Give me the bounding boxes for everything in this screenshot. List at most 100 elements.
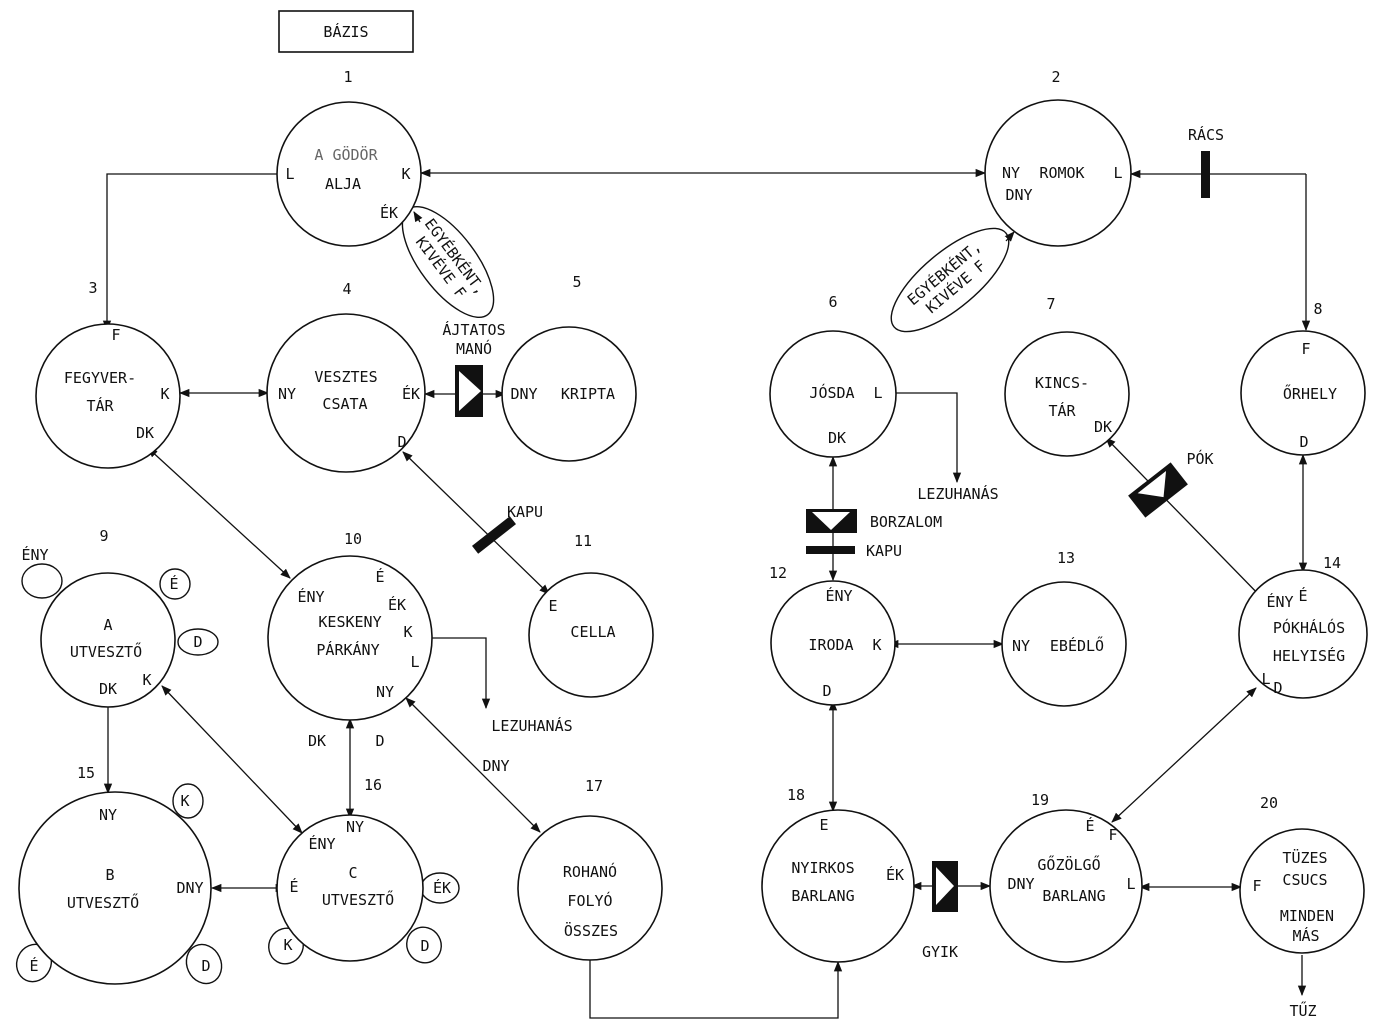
loop-15-k: [172, 783, 204, 819]
kapu-bar-2: [806, 546, 855, 554]
room-9-number: 9: [99, 527, 108, 545]
tuz-label: TŰZ: [1289, 1000, 1316, 1020]
room-10-circle: [267, 555, 433, 721]
edge-14-19: [1111, 687, 1257, 823]
room-6-circle: [769, 330, 897, 458]
dir-12-d: D: [822, 682, 831, 700]
room-20-circle: [1239, 828, 1365, 954]
rooms: [18, 99, 1368, 985]
room-10-name-line-2: PÁRKÁNY: [316, 640, 379, 659]
room-10-name-line-1: KESKENY: [318, 613, 381, 631]
dir-10-dk: DK: [308, 732, 326, 750]
room-8-name: ŐRHELY: [1283, 383, 1337, 403]
room-8-number: 8: [1313, 300, 1322, 318]
room-2-name: ROMOK: [1039, 164, 1084, 182]
room-1-name-line-2: ALJA: [325, 175, 361, 193]
dir-16-d: D: [420, 937, 429, 955]
room-12-number: 12: [769, 564, 787, 582]
edge-1-3: [102, 173, 280, 332]
room-17-name-line-3: ÖSSZES: [564, 921, 618, 940]
dir-16-eny: ÉNY: [308, 834, 335, 853]
dir-14-e: É: [1298, 586, 1307, 605]
kapu-label-2: KAPU: [866, 542, 902, 560]
edge-9-16: [161, 685, 303, 834]
borzalom-label: BORZALOM: [870, 513, 942, 531]
dir-16-ny: NY: [346, 818, 364, 836]
dir-10-ek: ÉK: [388, 595, 406, 614]
room-18-circle: [761, 809, 915, 963]
room-2-circle: [984, 99, 1132, 247]
dir-9-e: É: [169, 574, 178, 593]
dir-9-k: K: [142, 671, 151, 689]
room-9-name-line-2: UTVESZTŐ: [70, 641, 142, 661]
dir-4-ny: NY: [278, 385, 296, 403]
room-15-name-line-2: UTVESZTŐ: [67, 892, 139, 912]
room-1-number: 1: [343, 68, 352, 86]
room-16-name-line-2: UTVESZTŐ: [322, 889, 394, 909]
edge-3-10: [147, 447, 291, 579]
room-19-circle: [989, 809, 1143, 963]
dir-10-l: L: [410, 653, 419, 671]
room-7-circle: [1004, 331, 1130, 457]
dir-3-f: F: [111, 326, 120, 344]
room-15-number: 15: [77, 764, 95, 782]
room-15-name-line-1: B: [105, 866, 114, 884]
dir-11-e: E: [548, 597, 557, 615]
racs-bar: [1201, 151, 1210, 198]
gyik-block: [932, 861, 958, 912]
dir-1-ek: ÉK: [380, 203, 398, 222]
room-4-name-line-1: VESZTES: [314, 368, 377, 386]
room-19-number: 19: [1031, 791, 1049, 809]
edge-10-lezuhanas: [431, 637, 491, 710]
loop-16-d: [406, 926, 442, 964]
room-20-name-line-2: CSUCS: [1282, 871, 1327, 889]
ajtatos-label-line-1: ÁJTATOS: [442, 320, 505, 339]
dir-7-dk: DK: [1094, 418, 1112, 436]
borzalom-block: [806, 509, 857, 533]
lezuhanas-label-1: LEZUHANÁS: [917, 484, 998, 503]
room-9-name-line-1: A: [103, 616, 112, 634]
gyik-label: GYIK: [922, 943, 958, 961]
room-6-number: 6: [828, 293, 837, 311]
racs-label: RÁCS: [1188, 125, 1224, 144]
room-16-circle: [276, 814, 424, 962]
room-3-number: 3: [88, 279, 97, 297]
room-18-name-line-1: NYIRKOS: [791, 859, 854, 877]
room-17-number: 17: [585, 777, 603, 795]
room-16-name-line-1: C: [348, 864, 357, 882]
room-3-name-line-2: TÁR: [86, 396, 114, 415]
ajtatos-label-line-2: MANÓ: [456, 339, 492, 358]
dir-10-eny: ÉNY: [297, 587, 324, 606]
dir-3-k: K: [160, 385, 169, 403]
dir-10-dny: DNY: [482, 757, 509, 775]
room-14-name-line-2: HELYISÉG: [1273, 646, 1345, 665]
dir-14-l: L: [1261, 670, 1270, 688]
dir-9-eny-out: ÉNY: [21, 545, 48, 564]
room-1-circle: [276, 101, 422, 247]
dir-9-dk: DK: [99, 680, 117, 698]
room-19-name-line-1: GŐZÖLGŐ: [1037, 854, 1100, 874]
kapu-label-1: KAPU: [507, 503, 543, 521]
arrow-otherwise-1: [413, 211, 423, 223]
dir-1-k: K: [401, 165, 410, 183]
dir-5-dny: DNY: [510, 385, 537, 403]
room-15-circle: [18, 791, 212, 985]
edge-6-lezuhanas: [895, 392, 962, 484]
room-20-name-line-1: TÜZES: [1282, 848, 1327, 867]
room-13-circle: [1001, 581, 1127, 707]
self-loops: [15, 563, 460, 985]
dir-6-l: L: [873, 384, 882, 402]
room-4-number: 4: [342, 280, 351, 298]
room-1-name-line-1: A GÖDÖR: [314, 145, 378, 164]
room-17-name-line-1: ROHANÓ: [563, 862, 617, 881]
room-9-circle: [40, 572, 176, 708]
dir-8-f: F: [1301, 340, 1310, 358]
room-7-name-line-2: TÁR: [1048, 401, 1076, 420]
room-17-name-line-2: FOLYÓ: [567, 891, 612, 910]
pok-label: PÓK: [1186, 449, 1213, 468]
room-14-circle: [1238, 569, 1368, 699]
room-14-name-line-1: PÓKHÁLÓS: [1273, 618, 1345, 637]
room-20-name-line-3: MINDEN: [1280, 907, 1334, 925]
dir-14-d: D: [1273, 679, 1282, 697]
